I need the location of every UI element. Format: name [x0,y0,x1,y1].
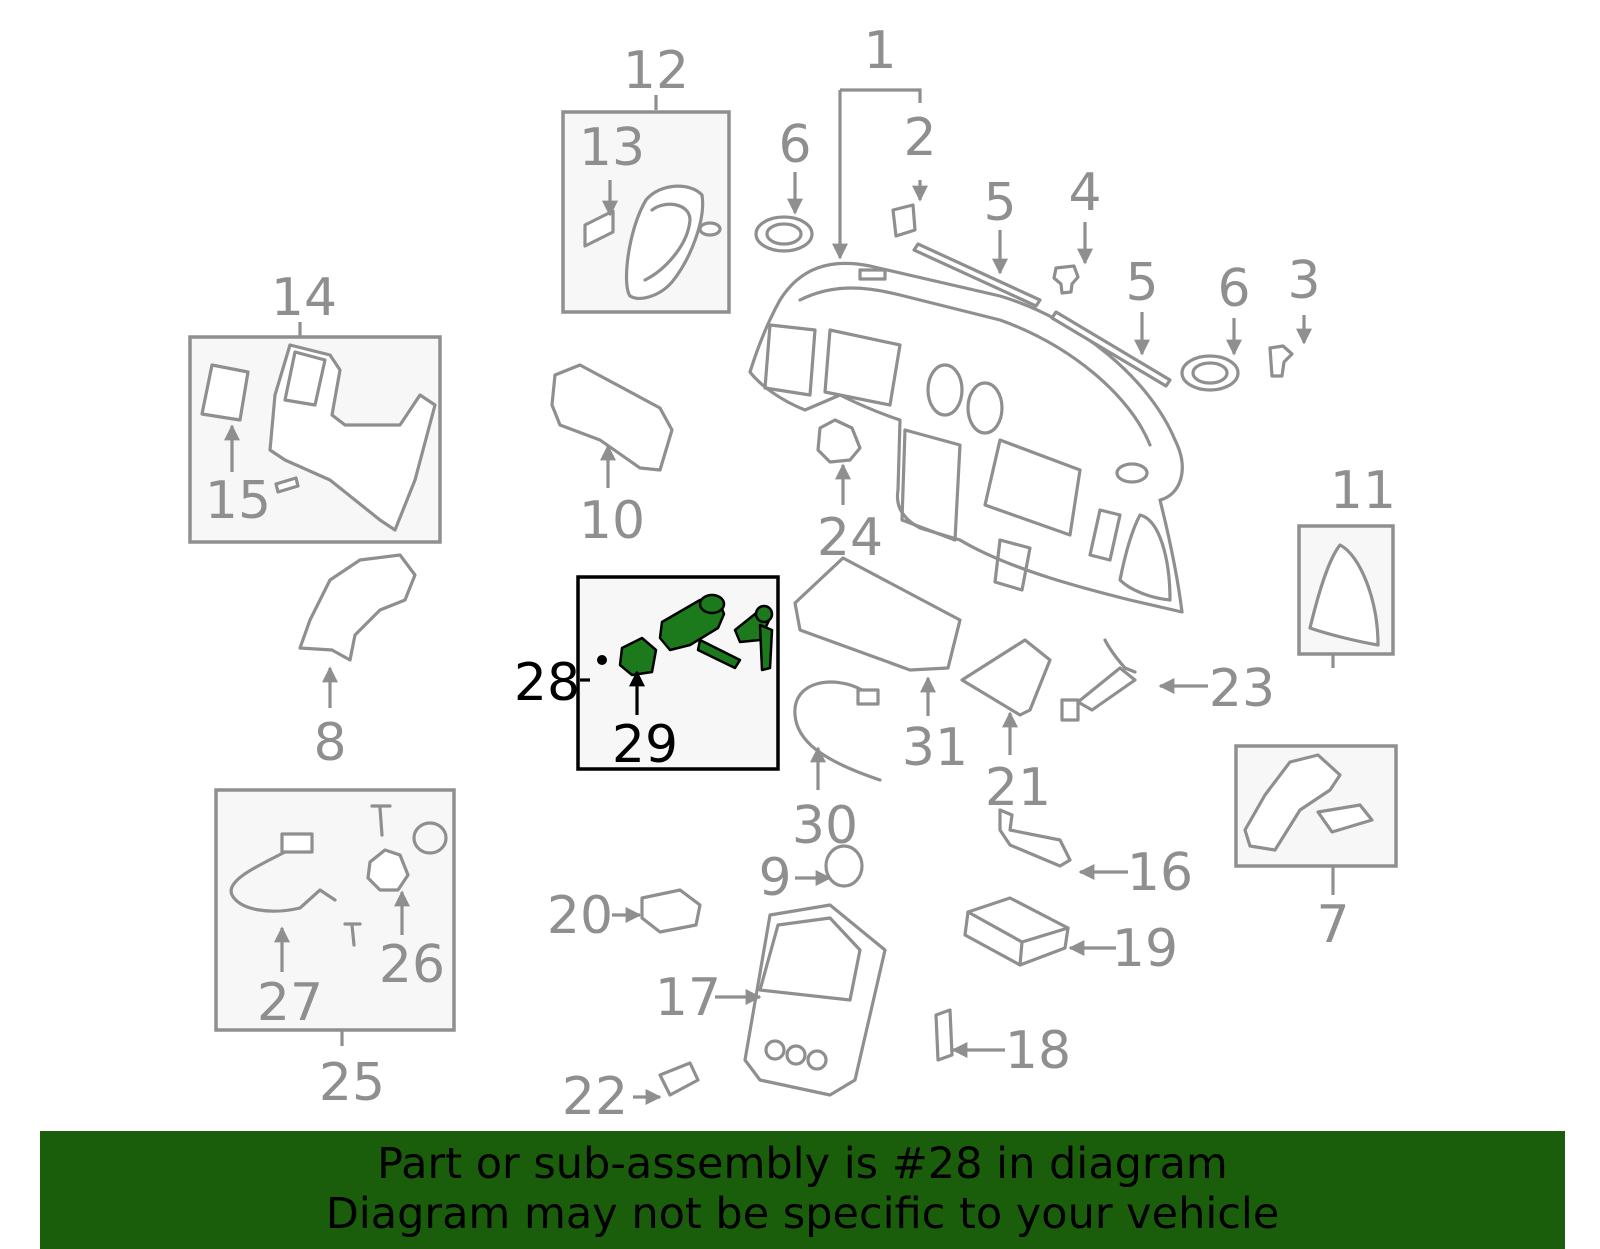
callout-14: 14 [271,268,337,328]
callout-31: 31 [902,718,968,778]
box-28-highlight [576,575,780,771]
part-24-knob [816,418,862,464]
callout-25: 25 [319,1053,385,1113]
callout-4: 4 [1068,163,1101,223]
callout-2: 2 [903,108,936,168]
leader-lines [224,88,1335,1105]
part-2-clip [891,203,917,238]
part-27-connector [280,832,314,854]
part-26-screw-b [343,922,362,947]
part-6-ring-b [1180,354,1240,392]
callout-26: 26 [379,935,445,995]
callout-27: 27 [257,973,323,1033]
callout-13: 13 [579,118,645,178]
part-26-screw [370,804,392,837]
callout-22: 22 [562,1067,628,1127]
callout-18: 18 [1005,1021,1071,1081]
callout-28: 28 [514,653,580,713]
part-7-switch [1243,753,1342,852]
part-3-clip [1268,344,1294,378]
banner-line-1: Part or sub-assembly is #28 in diagram [377,1139,1228,1189]
part-7-switch-b [1316,803,1374,834]
part-15-clip [274,476,300,494]
part-23-sensor [1060,638,1137,722]
callout-16: 16 [1127,843,1193,903]
callout-29: 29 [612,715,678,775]
callout-11: 11 [1330,461,1396,521]
callout-24: 24 [817,508,883,568]
callout-6b: 6 [1217,259,1250,319]
part-20-switch [640,888,702,934]
part-16-bracket [998,808,1072,868]
part-31-panel [793,556,962,672]
part-30-connector [856,688,880,706]
callout-9: 9 [758,848,791,908]
part-15-cover [200,363,250,422]
part-19-pocket [963,896,1070,967]
part-5-strip-a [912,242,1042,308]
part-10-cover [550,363,674,472]
callout-20: 20 [547,886,613,946]
callout-23: 23 [1209,659,1275,719]
callout-8: 8 [313,713,346,773]
info-banner: Part or sub-assembly is #28 in diagram D… [40,1131,1565,1249]
part-21-tray [960,638,1052,717]
part-14-knee-panel [268,343,437,532]
part-9-grommet [824,844,864,888]
part-8-vent [298,553,417,662]
callout-3: 3 [1287,251,1320,311]
part-30-cable [793,680,882,782]
part-25-ring [412,821,448,855]
callout-12: 12 [623,41,689,101]
part-28-lock-cylinder-highlight [597,593,774,677]
callout-5a: 5 [983,173,1016,233]
callout-1: 1 [863,21,896,81]
callout-6a: 6 [778,115,811,175]
dashboard-panel [748,261,1184,614]
banner-line-2: Diagram may not be specific to your vehi… [325,1189,1280,1239]
part-5-strip-b [1050,310,1172,388]
callout-10: 10 [579,491,645,551]
callout-7: 7 [1316,895,1349,955]
part-26-socket [366,848,410,892]
callout-17: 17 [655,968,721,1028]
callout-15: 15 [205,471,271,531]
part-12-trim [624,184,722,300]
callout-21: 21 [985,758,1051,818]
part-11-trim [1308,543,1380,647]
part-6-ring-a [754,215,814,253]
callout-5b: 5 [1125,253,1158,313]
part-4-clip [1052,264,1080,295]
part-18-clip [934,1008,954,1062]
part-22-plug [658,1061,700,1097]
callout-30: 30 [792,796,858,856]
callout-19: 19 [1112,919,1178,979]
part-27-harness [229,850,337,913]
part-17-center-bezel [743,903,887,1097]
